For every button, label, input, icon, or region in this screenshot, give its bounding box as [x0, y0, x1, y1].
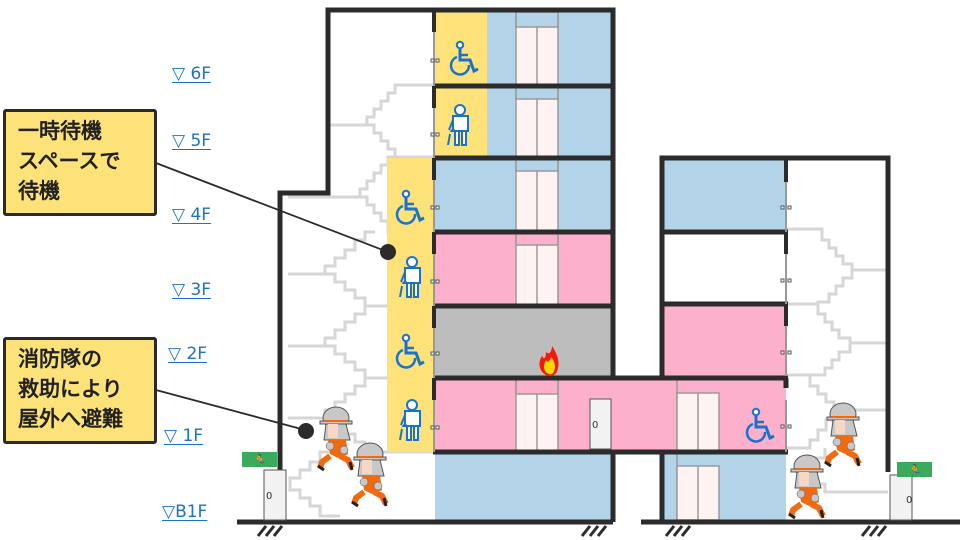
callout-line: 待機: [18, 179, 60, 203]
callout-leaders: [155, 162, 396, 439]
floor-label-2f: ▽ 2F: [168, 344, 208, 364]
floor-label-4f: ▽ 4F: [172, 205, 212, 225]
firefighter-icon: [789, 455, 823, 518]
callout-wait-in-refuge: 一時待機 スペースで 待機: [3, 109, 157, 216]
firefighter-icon: [825, 403, 859, 466]
floor-label-5f: ▽ 5F: [172, 131, 212, 151]
door-exit-left: 0: [263, 469, 287, 521]
ground-hatch: [256, 525, 888, 537]
callout-line: スペースで: [18, 149, 121, 173]
firefighter-icon: [352, 443, 386, 506]
emergency-exit-sign-icon: 🏃: [242, 452, 277, 467]
fire-floor: [435, 306, 611, 378]
door-label: 0: [266, 491, 272, 502]
floor-label-3f: ▽ 3F: [172, 280, 212, 300]
callout-line: 消防隊の: [18, 347, 102, 371]
door-exit-right: 0: [889, 474, 913, 521]
fire-icon: [539, 346, 559, 377]
callout-line: 救助により: [18, 377, 123, 401]
stair-partition-left: [430, 10, 440, 452]
door-label: 0: [592, 420, 598, 431]
floor-label-1f: ▽ 1F: [164, 426, 204, 446]
floor-label-6f: ▽ 6F: [172, 64, 212, 84]
walls: [237, 7, 960, 525]
stair-partition-right: [780, 160, 792, 452]
emergency-exit-sign-icon: 🏃: [897, 462, 932, 477]
callout-line: 一時待機: [18, 119, 102, 143]
svg-text:🏃: 🏃: [253, 454, 267, 467]
door-label: 0: [906, 495, 912, 506]
firefighter-icon: [318, 407, 352, 470]
callout-line: 屋外へ避難: [18, 407, 123, 431]
door-corridor: 0: [589, 398, 612, 450]
elevator-right: [676, 378, 720, 521]
floor-label-b1f: ▽B1F: [162, 502, 208, 522]
svg-text:🏃: 🏃: [908, 464, 922, 477]
elevator-left: [515, 11, 559, 453]
callout-rescue-evacuation: 消防隊の 救助により 屋外へ避難: [3, 337, 157, 444]
